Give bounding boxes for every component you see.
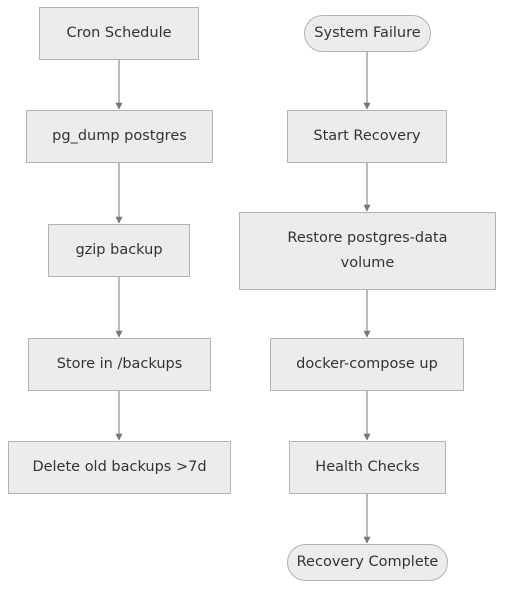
node-pg-dump-postgres: pg_dump postgres xyxy=(26,110,213,163)
node-label: pg_dump postgres xyxy=(52,128,187,144)
node-label: gzip backup xyxy=(75,242,163,258)
node-label: System Failure xyxy=(314,25,421,41)
node-start-recovery: Start Recovery xyxy=(287,110,447,163)
node-label: docker-compose up xyxy=(296,356,438,372)
node-label: Cron Schedule xyxy=(66,25,172,41)
node-docker-compose-up: docker-compose up xyxy=(270,338,464,391)
node-store-in-backups: Store in /backups xyxy=(28,338,211,391)
node-health-checks: Health Checks xyxy=(289,441,446,494)
node-delete-old-backups: Delete old backups >7d xyxy=(8,441,231,494)
node-gzip-backup: gzip backup xyxy=(48,224,190,277)
node-label: Start Recovery xyxy=(313,128,421,144)
node-label: Recovery Complete xyxy=(296,554,439,570)
node-label: Store in /backups xyxy=(56,356,183,372)
node-label: Delete old backups >7d xyxy=(32,459,207,475)
node-system-failure: System Failure xyxy=(304,15,431,52)
node-restore-postgres-data-volume: Restore postgres-data volume xyxy=(239,212,496,290)
node-label: Restore postgres-data volume xyxy=(287,230,448,271)
node-cron-schedule: Cron Schedule xyxy=(39,7,199,60)
node-recovery-complete: Recovery Complete xyxy=(287,544,448,581)
node-label: Health Checks xyxy=(315,459,420,475)
